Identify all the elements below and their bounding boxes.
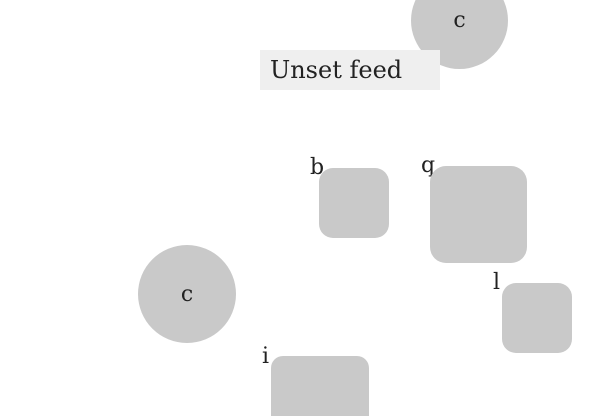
square-i-label: i <box>262 344 270 369</box>
square-b[interactable] <box>319 168 389 238</box>
square-q[interactable] <box>430 166 527 263</box>
unset-feed-field[interactable]: Unset feed <box>260 50 440 90</box>
circle-c-top-label: c <box>453 8 466 33</box>
square-l[interactable] <box>502 283 572 353</box>
square-i[interactable] <box>271 356 369 416</box>
circle-c-left-label: c <box>180 281 194 307</box>
square-l-label: l <box>493 270 501 295</box>
circle-c-left[interactable]: c <box>138 245 236 343</box>
square-q-label: q <box>421 153 436 178</box>
